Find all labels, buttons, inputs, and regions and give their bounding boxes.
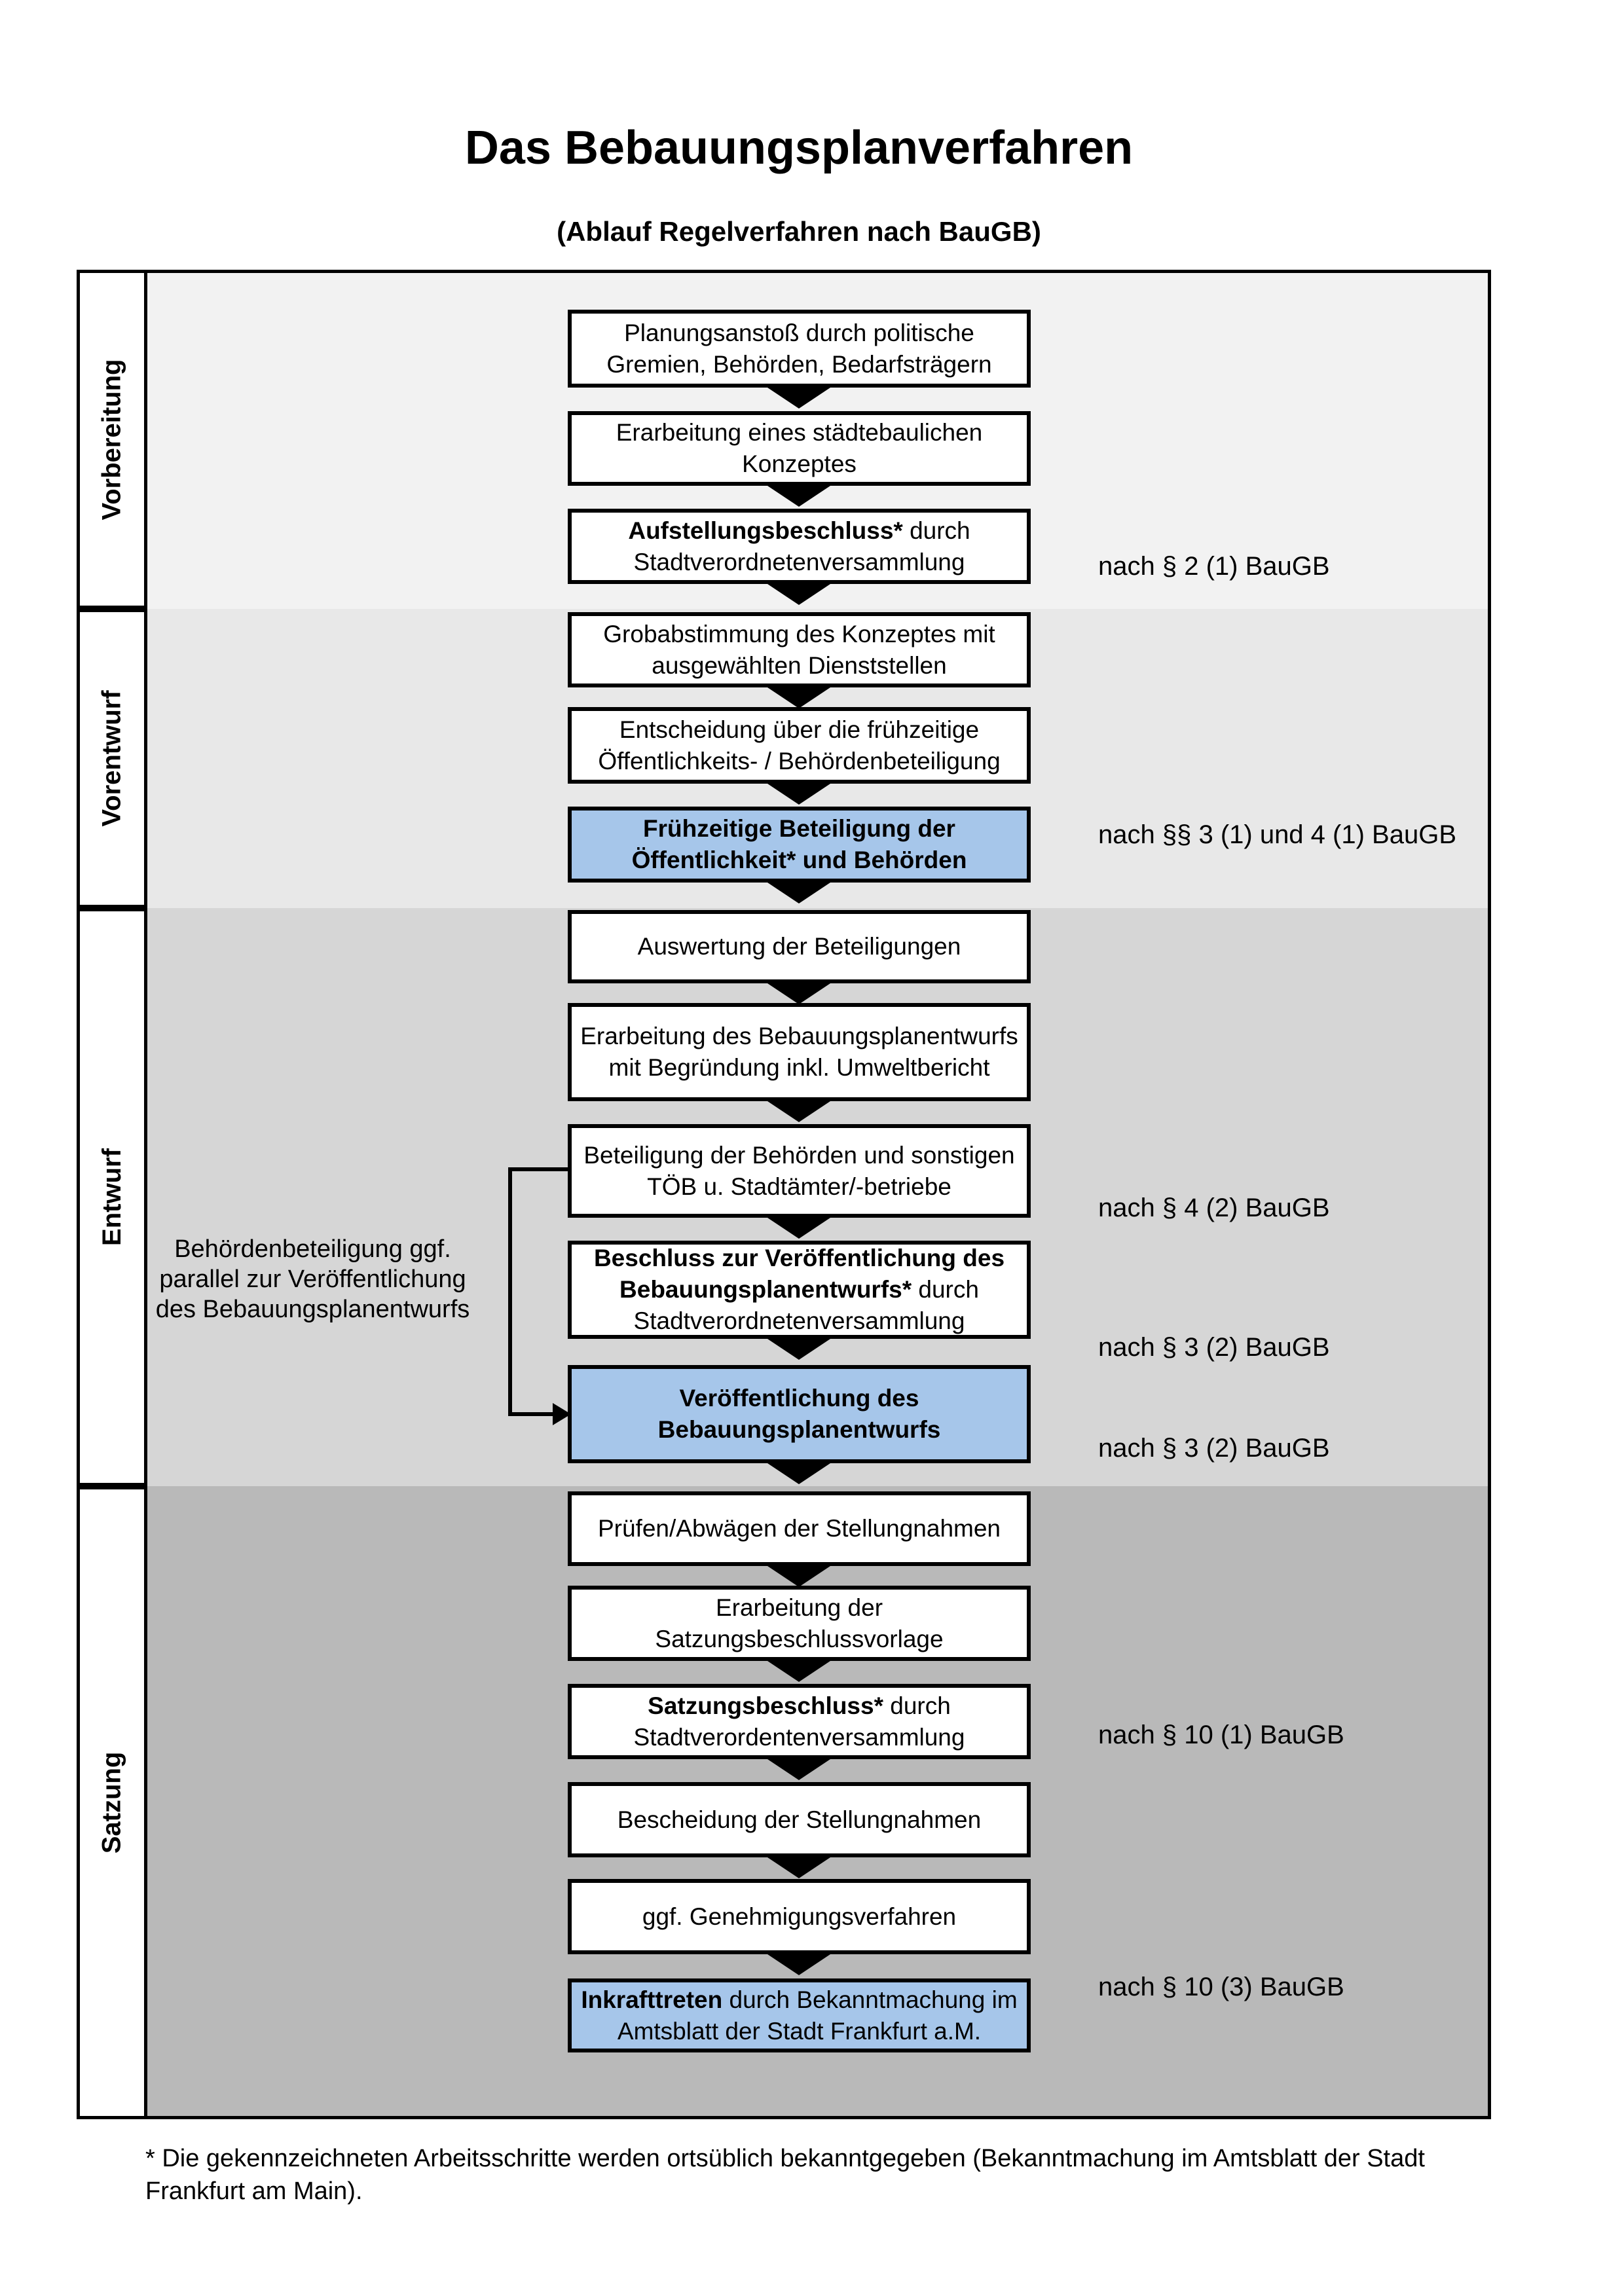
down-arrow-icon bbox=[762, 384, 836, 409]
phase-label-cell-vorentwurf: Vorentwurf bbox=[77, 609, 147, 908]
down-arrow-icon bbox=[762, 780, 836, 805]
down-arrow-icon bbox=[762, 580, 836, 605]
footnote: * Die gekennzeichneten Arbeitsschritte w… bbox=[145, 2145, 1425, 2205]
process-step-text: Prüfen/Abwägen der Stellungnahmen bbox=[597, 1515, 1001, 1542]
phase-label: Vorbereitung bbox=[97, 359, 126, 520]
legal-reference-aufstellungsbeschluss: nach § 2 (1) BauGB bbox=[1098, 552, 1330, 581]
legal-reference-inkrafttreten: nach § 10 (3) BauGB bbox=[1098, 1973, 1344, 2001]
process-step-text: Beschluss zur Veröffentlichung des Bebau… bbox=[593, 1245, 1005, 1334]
process-step-beteiligung-behoerden-toeb: Beteiligung der Behörden und sonstigen T… bbox=[568, 1124, 1031, 1218]
process-step-text: Erarbeitung der Satzungsbeschlussvorlage bbox=[655, 1594, 944, 1652]
process-step-text: Satzungsbeschluss* durch Stadtverordente… bbox=[633, 1692, 965, 1751]
process-step-erarbeitung-bebauungsplanentwurf: Erarbeitung des Bebauungsplanentwurfs mi… bbox=[568, 1003, 1031, 1101]
down-arrow-icon bbox=[762, 683, 836, 708]
phase-label: Satzung bbox=[97, 1751, 126, 1854]
process-step-auswertung-beteiligungen: Auswertung der Beteiligungen bbox=[568, 910, 1031, 983]
down-arrow-icon bbox=[762, 1562, 836, 1587]
page-title: Das Bebauungsplanverfahren bbox=[464, 122, 1134, 174]
down-arrow-icon bbox=[762, 979, 836, 1004]
process-step-genehmigungsverfahren: ggf. Genehmigungsverfahren bbox=[568, 1879, 1031, 1954]
legal-reference-veroeffentlichung-entwurf: nach § 3 (2) BauGB bbox=[1098, 1434, 1330, 1463]
down-arrow-icon bbox=[762, 1950, 836, 1975]
process-step-text: Aufstellungsbeschluss* durch Stadtverord… bbox=[628, 517, 970, 575]
process-step-erarbeitung-satzungsbeschlussvorlage: Erarbeitung der Satzungsbeschlussvorlage bbox=[568, 1586, 1031, 1661]
page-subtitle: (Ablauf Regelverfahren nach BauGB) bbox=[557, 216, 1041, 247]
phase-label-cell-entwurf: Entwurf bbox=[77, 908, 147, 1486]
legal-reference-beschluss-veroeffentlichung: nach § 3 (2) BauGB bbox=[1098, 1333, 1330, 1362]
process-step-satzungsbeschluss: Satzungsbeschluss* durch Stadtverordente… bbox=[568, 1684, 1031, 1759]
process-step-text: Erarbeitung des Bebauungsplanentwurfs mi… bbox=[580, 1023, 1018, 1081]
legal-reference-beteiligung-behoerden-toeb: nach § 4 (2) BauGB bbox=[1098, 1194, 1330, 1222]
phase-label: Entwurf bbox=[97, 1148, 126, 1246]
process-step-text: Veröffentlichung des Bebauungsplanentwur… bbox=[657, 1385, 941, 1443]
process-step-text: Beteiligung der Behörden und sonstigen T… bbox=[583, 1141, 1015, 1200]
process-step-grobabstimmung: Grobabstimmung des Konzeptes mit ausgewä… bbox=[568, 612, 1031, 687]
process-step-fruehzeitige-beteiligung: Frühzeitige Beteiligung der Öffentlichke… bbox=[568, 807, 1031, 883]
down-arrow-icon bbox=[762, 1097, 836, 1122]
phase-label: Vorentwurf bbox=[97, 690, 126, 827]
down-arrow-icon bbox=[762, 1853, 836, 1878]
legal-reference-fruehzeitige-beteiligung: nach §§ 3 (1) und 4 (1) BauGB bbox=[1098, 820, 1456, 849]
process-step-text: Bescheidung der Stellungnahmen bbox=[617, 1806, 982, 1833]
process-step-aufstellungsbeschluss: Aufstellungsbeschluss* durch Stadtverord… bbox=[568, 509, 1031, 584]
process-step-text: Inkrafttreten durch Bekanntmachung im Am… bbox=[581, 1986, 1018, 2045]
process-step-veroeffentlichung-entwurf: Veröffentlichung des Bebauungsplanentwur… bbox=[568, 1365, 1031, 1463]
down-arrow-icon bbox=[762, 1755, 836, 1780]
down-arrow-icon bbox=[762, 1335, 836, 1360]
process-step-entscheidung-fruehzeitige-beteiligung: Entscheidung über die frühzeitige Öffent… bbox=[568, 707, 1031, 784]
down-arrow-icon bbox=[762, 1214, 836, 1239]
process-step-text: Grobabstimmung des Konzeptes mit ausgewä… bbox=[603, 620, 995, 679]
down-arrow-icon bbox=[762, 879, 836, 903]
process-step-text: Auswertung der Beteiligungen bbox=[637, 933, 961, 960]
parallel-procedure-note: Behördenbeteiligung ggf. parallel zur Ve… bbox=[155, 1235, 470, 1323]
process-step-planungsanstoss: Planungsanstoß durch politische Gremien,… bbox=[568, 310, 1031, 388]
down-arrow-icon bbox=[762, 1657, 836, 1682]
process-step-beschluss-veroeffentlichung: Beschluss zur Veröffentlichung des Bebau… bbox=[568, 1241, 1031, 1339]
process-step-text: Planungsanstoß durch politische Gremien,… bbox=[606, 319, 992, 378]
down-arrow-icon bbox=[762, 482, 836, 507]
process-step-inkrafttreten: Inkrafttreten durch Bekanntmachung im Am… bbox=[568, 1978, 1031, 2052]
phase-label-cell-vorbereitung: Vorbereitung bbox=[77, 270, 147, 609]
process-step-pruefen-abwaegen-stellungnahmen: Prüfen/Abwägen der Stellungnahmen bbox=[568, 1491, 1031, 1566]
process-step-bescheidung-stellungnahmen: Bescheidung der Stellungnahmen bbox=[568, 1782, 1031, 1857]
process-step-text: Entscheidung über die frühzeitige Öffent… bbox=[598, 716, 1001, 774]
phase-label-cell-satzung: Satzung bbox=[77, 1486, 147, 2119]
process-step-text: Frühzeitige Beteiligung der Öffentlichke… bbox=[631, 815, 967, 873]
down-arrow-icon bbox=[762, 1459, 836, 1484]
process-step-text: Erarbeitung eines städtebaulichen Konzep… bbox=[616, 419, 983, 477]
legal-reference-satzungsbeschluss: nach § 10 (1) BauGB bbox=[1098, 1721, 1344, 1749]
process-step-text: ggf. Genehmigungsverfahren bbox=[642, 1903, 957, 1930]
process-step-staedtebauliches-konzept: Erarbeitung eines städtebaulichen Konzep… bbox=[568, 411, 1031, 486]
